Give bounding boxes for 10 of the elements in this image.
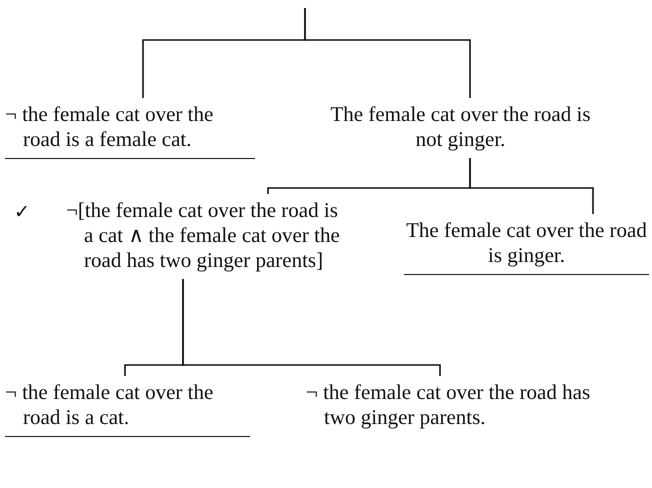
check-mark: ✓ — [14, 201, 30, 224]
proposition: ¬ the female cat over the road is a cat. — [5, 380, 214, 430]
tree-branch-line — [182, 279, 441, 376]
proposition: The female cat over the road is not ginger. — [329, 102, 592, 152]
proposition: ¬ the female cat over the road has two ginger parents. — [306, 380, 592, 430]
tree-branch-line — [304, 8, 471, 98]
proposition: ¬ the female cat over the road is a female cat. — [5, 102, 214, 152]
proposition: ¬[the female cat over the road is a cat ∧ the female cat over the road has two ginger parents] — [66, 198, 341, 273]
proposition: The female cat over the road is ginger. — [405, 218, 648, 268]
tree-branch-line — [469, 158, 594, 214]
